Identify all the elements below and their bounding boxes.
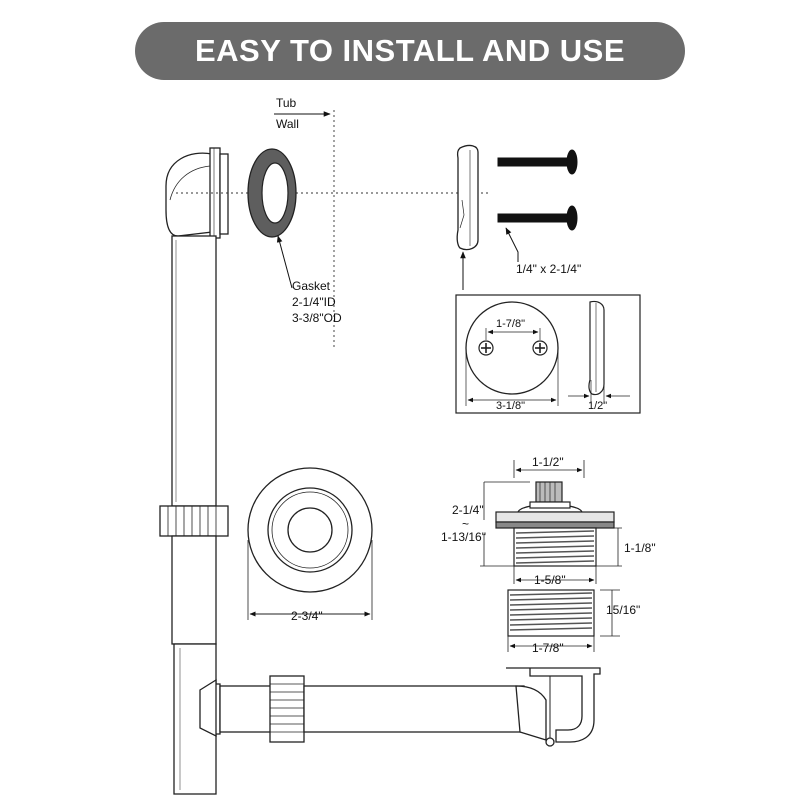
plate-spacing-label: 1-7/8" <box>496 318 525 330</box>
gasket <box>247 148 297 238</box>
gasket-od-label: 3-3/8"OD <box>292 311 342 325</box>
faceplate-side <box>456 144 479 251</box>
thread-diameter-label: 1-7/8" <box>532 641 564 655</box>
stopper-dimensions <box>480 460 622 652</box>
wall-label: Wall <box>276 117 299 131</box>
stopper-height-label: 2-1/4" <box>452 503 484 517</box>
title-banner: EASY TO INSTALL AND USE <box>135 22 685 80</box>
screw-icon <box>478 340 494 356</box>
bolt-size-label: 1/4" x 2-1/4" <box>516 262 581 276</box>
thread-height-label: 15/16" <box>606 603 640 617</box>
screw-icon <box>532 340 548 356</box>
gasket-label: Gasket <box>292 279 331 293</box>
tub-label: Tub <box>276 96 297 110</box>
faceplate-detail-box: 1-7/8" 3-1/8" 1/2" <box>455 294 641 414</box>
tilde-mark: ~ <box>462 517 469 531</box>
drain-pipe <box>219 667 601 747</box>
body-height-label: 1-1/8" <box>624 541 656 555</box>
stopper-assembly <box>495 481 615 637</box>
flange-diameter-label: 2-3/4" <box>291 609 323 623</box>
alignment-lines <box>176 110 490 350</box>
gasket-id-label: 2-1/4"ID <box>292 295 336 309</box>
overflow-pipe <box>159 147 229 795</box>
knob-width-label: 1-1/2" <box>532 455 564 469</box>
banner-title: EASY TO INSTALL AND USE <box>194 33 626 68</box>
drain-flange <box>247 467 373 593</box>
plate-diameter-label: 3-1/8" <box>496 400 525 412</box>
bolts <box>497 149 578 231</box>
flange-height-label: 1-13/16" <box>441 530 486 544</box>
body-diameter-label: 1-5/8" <box>534 573 566 587</box>
plate-thickness-label: 1/2" <box>588 400 607 412</box>
